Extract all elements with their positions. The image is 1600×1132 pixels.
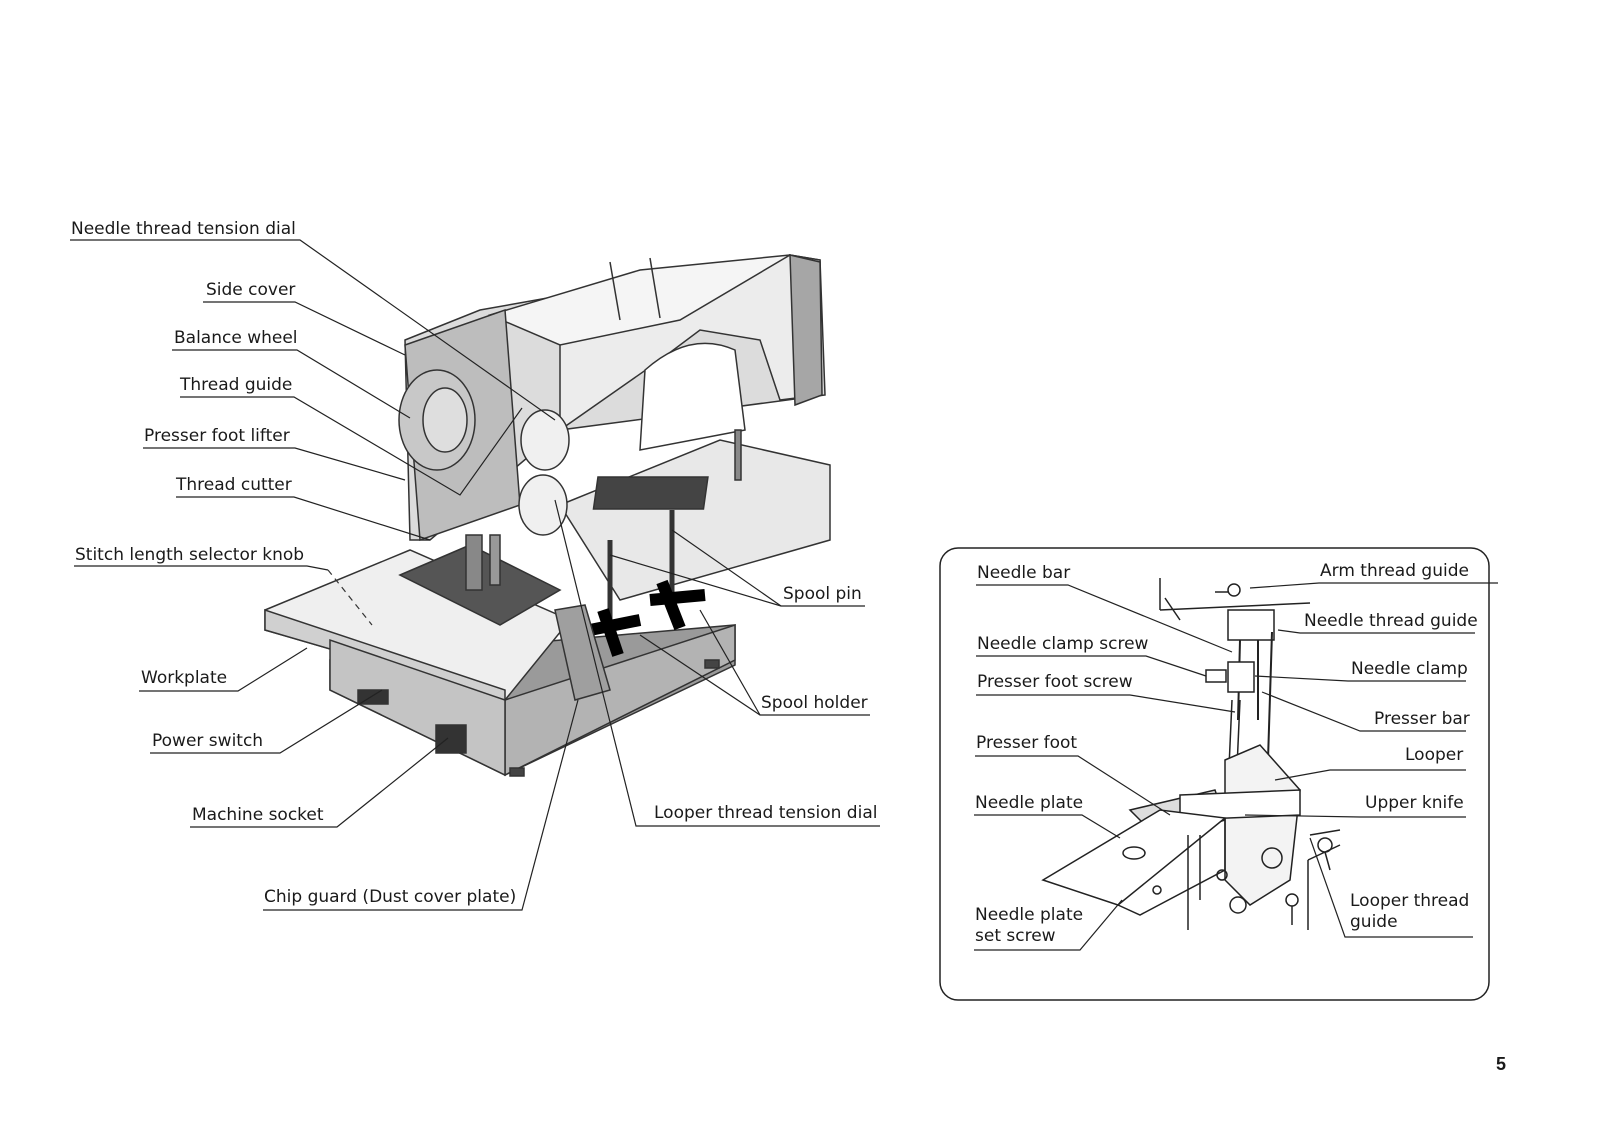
label-chip-guard: Chip guard (Dust cover plate) xyxy=(264,887,517,907)
label-needle-plate: Needle plate xyxy=(975,793,1084,813)
main-leader-lines xyxy=(70,239,880,911)
label-needle-clamp-screw: Needle clamp screw xyxy=(977,634,1149,654)
label-presser-foot-lifter: Presser foot lifter xyxy=(144,426,290,446)
label-machine-socket: Machine socket xyxy=(192,805,324,825)
inset-drawing xyxy=(1041,578,1341,930)
label-spool-holder: Spool holder xyxy=(761,693,868,713)
label-needle-clamp: Needle clamp xyxy=(1351,659,1468,679)
label-needle-plate-set-screw-line1: Needle plate xyxy=(975,905,1084,925)
label-needle-plate-set-screw-line2: set screw xyxy=(975,926,1056,946)
label-arm-thread-guide: Arm thread guide xyxy=(1320,561,1469,581)
label-power-switch: Power switch xyxy=(152,731,264,751)
label-side-cover: Side cover xyxy=(206,280,296,300)
label-workplate: Workplate xyxy=(141,668,228,688)
label-spool-pin: Spool pin xyxy=(783,584,862,604)
sewing-machine-drawing xyxy=(264,254,831,777)
label-needle-thread-guide: Needle thread guide xyxy=(1304,611,1478,631)
label-presser-foot-screw: Presser foot screw xyxy=(977,672,1133,692)
label-needle-thread-tension-dial: Needle thread tension dial xyxy=(71,219,296,239)
label-stitch-length-selector-knob: Stitch length selector knob xyxy=(75,545,305,565)
label-needle-bar: Needle bar xyxy=(977,563,1071,583)
label-looper-thread-tension-dial: Looper thread tension dial xyxy=(654,803,878,823)
inset-leader-lines xyxy=(974,582,1498,951)
label-presser-bar: Presser bar xyxy=(1374,709,1470,729)
inset-frame xyxy=(939,547,1490,1001)
label-thread-cutter: Thread cutter xyxy=(176,475,292,495)
label-upper-knife: Upper knife xyxy=(1365,793,1464,813)
label-balance-wheel: Balance wheel xyxy=(174,328,298,348)
label-looper-thread-guide-line2: guide xyxy=(1350,912,1398,932)
label-presser-foot: Presser foot xyxy=(976,733,1078,753)
label-thread-guide: Thread guide xyxy=(180,375,293,395)
page-number: 5 xyxy=(1496,1054,1507,1074)
label-looper-thread-guide-line1: Looper thread xyxy=(1350,891,1470,911)
label-looper: Looper xyxy=(1405,745,1464,765)
